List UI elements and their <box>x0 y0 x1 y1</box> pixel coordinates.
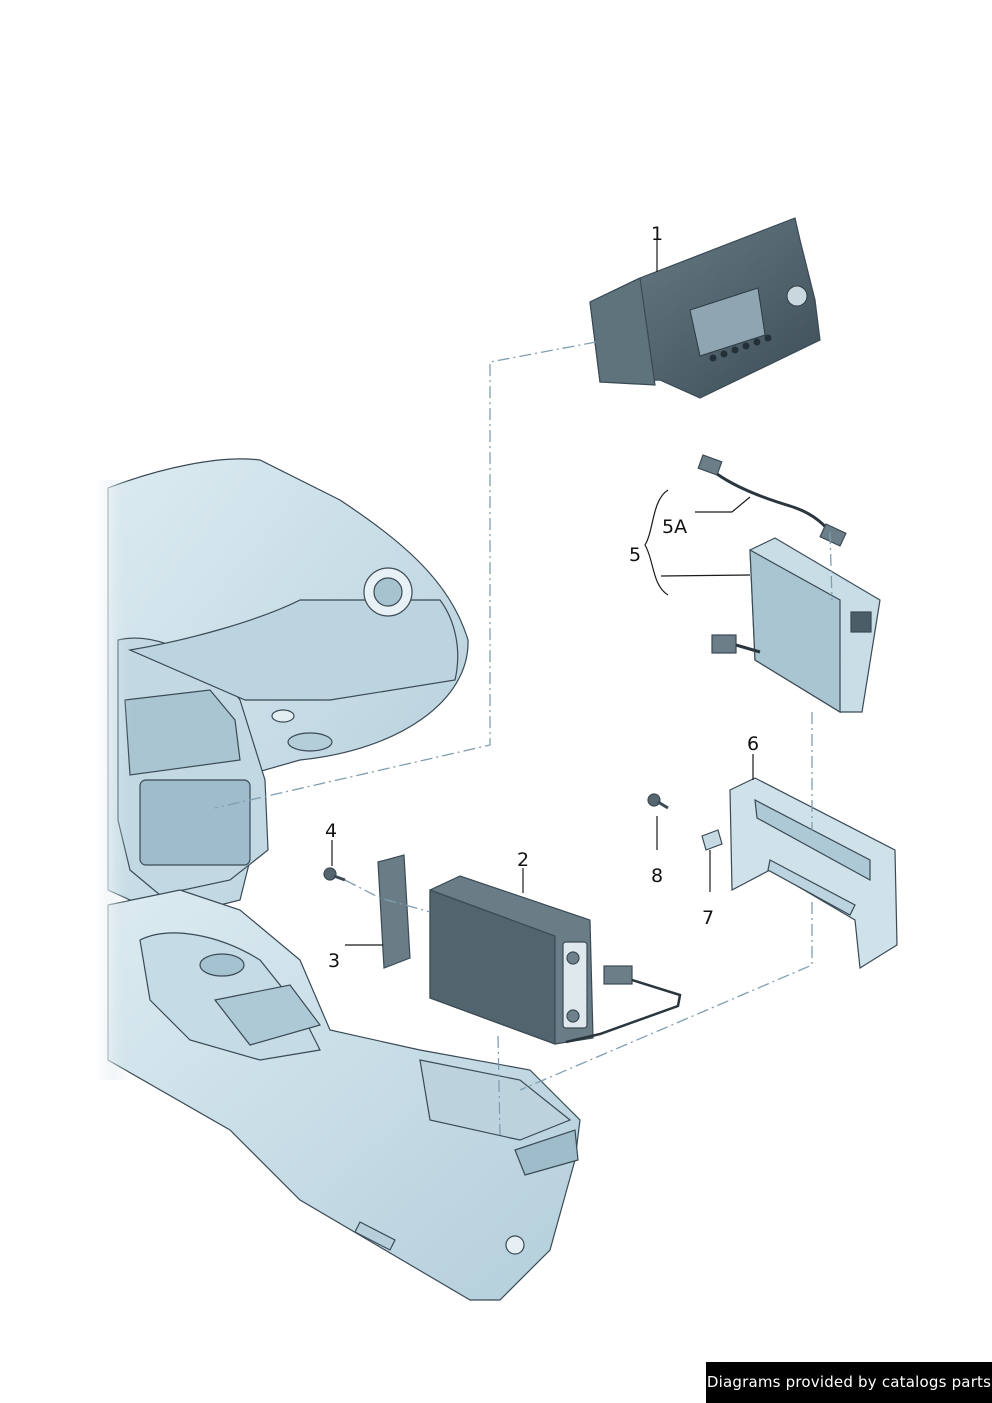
assembly-lines <box>214 341 833 1136</box>
callout-labels: 1 2 3 4 5 5A 6 7 8 <box>325 223 759 972</box>
callout-5a: 5A <box>662 516 687 538</box>
callout-1: 1 <box>651 223 663 245</box>
callout-2: 2 <box>517 849 529 871</box>
part-4-screw <box>323 867 346 882</box>
head-unit-buttons <box>709 334 772 362</box>
part-1-head-unit <box>589 217 821 399</box>
part-2-control-unit <box>429 875 682 1045</box>
part-8-screw <box>647 793 669 810</box>
callout-5: 5 <box>629 544 641 566</box>
part-5-interface-housing <box>711 537 881 714</box>
callout-3: 3 <box>328 950 340 972</box>
part-3-mounting-plate <box>377 854 411 969</box>
callout-6: 6 <box>747 733 759 755</box>
part-5a-cable <box>697 454 847 547</box>
part-7-clip <box>701 829 723 851</box>
part-6-bracket-frame <box>729 777 898 970</box>
leader-lines <box>331 240 754 946</box>
callout-4: 4 <box>325 820 337 842</box>
callout-8: 8 <box>651 865 663 887</box>
callout-7: 7 <box>702 907 714 929</box>
dashboard-console-assembly <box>96 458 581 1301</box>
watermark-banner: Diagrams provided by catalogs parts <box>706 1362 992 1403</box>
